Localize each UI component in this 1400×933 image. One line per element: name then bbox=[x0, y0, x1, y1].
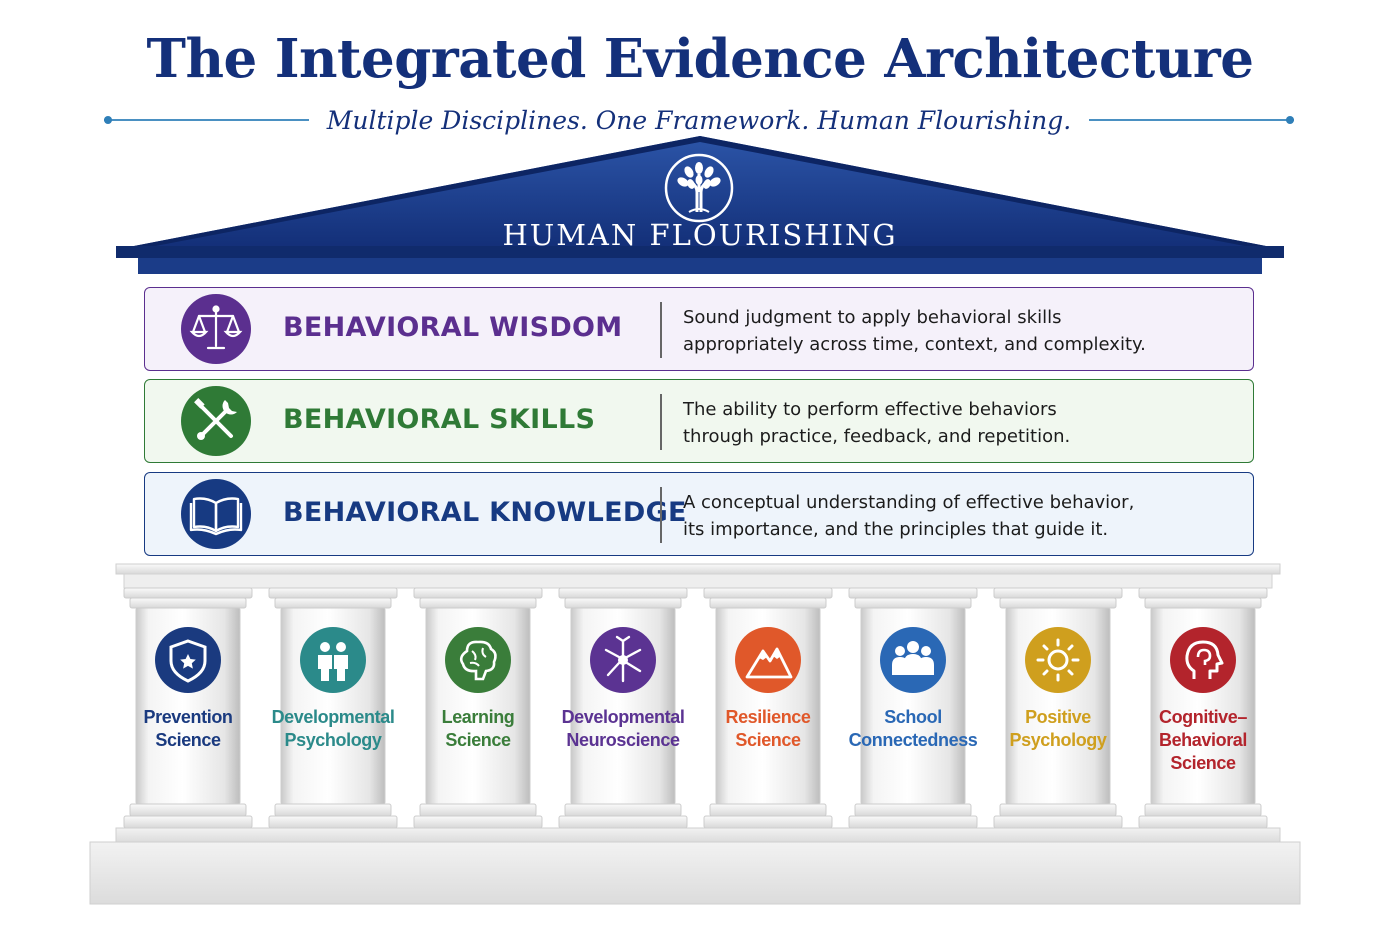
band-behavioral-knowledge: BEHAVIORAL KNOWLEDGE A conceptual unders… bbox=[144, 472, 1254, 556]
book-icon bbox=[181, 479, 251, 549]
tools-icon bbox=[181, 386, 251, 456]
pillar-label-line: Science bbox=[155, 730, 221, 750]
pillar-label-line: Behavioral bbox=[1158, 730, 1248, 750]
pillar-label-line: Science bbox=[1170, 753, 1236, 773]
band-description: A conceptual understanding of effective … bbox=[683, 492, 1135, 540]
pillar-label-line: Prevention bbox=[143, 707, 233, 727]
brain-icon bbox=[445, 627, 511, 693]
band-behavioral-skills: BEHAVIORAL SKILLS The ability to perform… bbox=[144, 379, 1254, 463]
pillar-label-line: Science bbox=[445, 730, 511, 750]
roof-label: HUMAN FLOURISHING bbox=[502, 218, 898, 252]
pillar-label-line: Developmental bbox=[271, 707, 395, 727]
pillar-label-line: Psychology bbox=[1009, 730, 1107, 750]
band-title: BEHAVIORAL SKILLS bbox=[283, 404, 596, 435]
pillar-label-line: Science bbox=[735, 730, 801, 750]
subtitle-rule-left bbox=[104, 116, 309, 124]
band-behavioral-wisdom: BEHAVIORAL WISDOM Sound judgment to appl… bbox=[144, 287, 1254, 371]
pillar-label-line: Cognitive– bbox=[1158, 707, 1247, 727]
pillar-label-line: Positive bbox=[1025, 707, 1091, 727]
pillar-label-line: Resilience bbox=[725, 707, 811, 727]
band-description: Sound judgment to apply behavioral skill… bbox=[683, 307, 1146, 355]
sun-icon bbox=[1025, 627, 1091, 693]
shield-icon bbox=[155, 627, 221, 693]
people-icon bbox=[300, 627, 366, 693]
band-divider bbox=[660, 487, 662, 543]
subtitle-rule-right bbox=[1089, 116, 1295, 124]
scales-icon bbox=[181, 294, 251, 364]
pillar-label-line: School bbox=[884, 707, 942, 727]
head-icon bbox=[1170, 627, 1236, 693]
subtitle: Multiple Disciplines. One Framework. Hum… bbox=[326, 105, 1072, 135]
pillar-label-line: Connectedness bbox=[848, 730, 978, 750]
pillar-label-line: Psychology bbox=[284, 730, 382, 750]
band-title: BEHAVIORAL WISDOM bbox=[283, 312, 623, 343]
pillar-label-line: Neuroscience bbox=[566, 730, 680, 750]
tree-icon bbox=[663, 152, 735, 228]
band-title: BEHAVIORAL KNOWLEDGE bbox=[283, 497, 687, 528]
band-divider bbox=[660, 302, 662, 358]
pillar-label-line: Developmental bbox=[561, 707, 685, 727]
group-icon bbox=[880, 627, 946, 693]
subtitle-row: Multiple Disciplines. One Framework. Hum… bbox=[104, 100, 1295, 140]
pillar-label-line: Learning bbox=[441, 707, 515, 727]
neuron-icon bbox=[590, 627, 656, 693]
band-description: The ability to perform effective behavio… bbox=[683, 399, 1071, 447]
page-title: The Integrated Evidence Architecture bbox=[146, 28, 1254, 90]
band-divider bbox=[660, 394, 662, 450]
mountain-icon bbox=[735, 627, 801, 693]
